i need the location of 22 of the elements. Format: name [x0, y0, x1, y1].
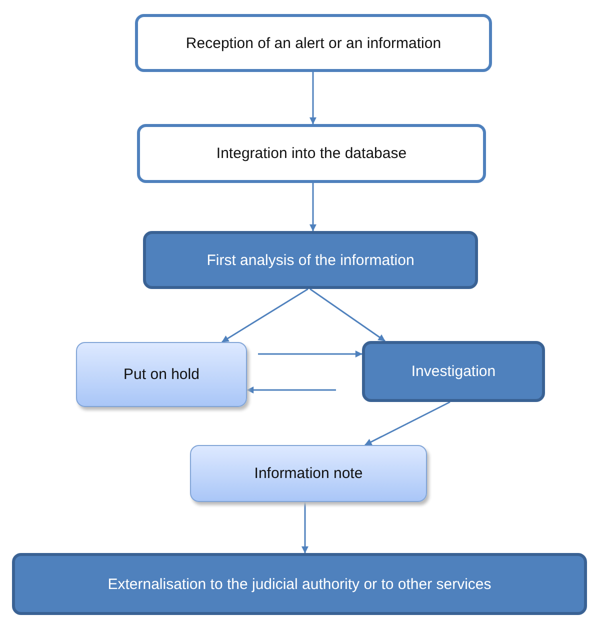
arrow: [222, 288, 308, 343]
node-label: Reception of an alert or an information: [186, 34, 442, 52]
node-label: Integration into the database: [216, 145, 407, 162]
arrow: [301, 502, 308, 554]
node-label: Put on hold: [124, 366, 200, 383]
arrow: [309, 183, 316, 232]
node-label: First analysis of the information: [206, 252, 414, 268]
node-label: Investigation: [411, 363, 496, 380]
node-label: Information note: [254, 465, 363, 482]
node-label: Externalisation to the judicial authority or to other services: [108, 576, 492, 592]
arrow: [246, 386, 336, 394]
process-box: [135, 14, 492, 72]
process-box: [12, 553, 587, 615]
process-box: [190, 445, 427, 502]
arrow: [364, 401, 450, 446]
process-box: [143, 231, 478, 289]
process-box: [362, 341, 545, 402]
process-box: [76, 342, 247, 407]
arrow: [310, 288, 386, 342]
process-box: [137, 124, 486, 183]
arrow: [258, 350, 362, 358]
arrow: [309, 72, 316, 124]
